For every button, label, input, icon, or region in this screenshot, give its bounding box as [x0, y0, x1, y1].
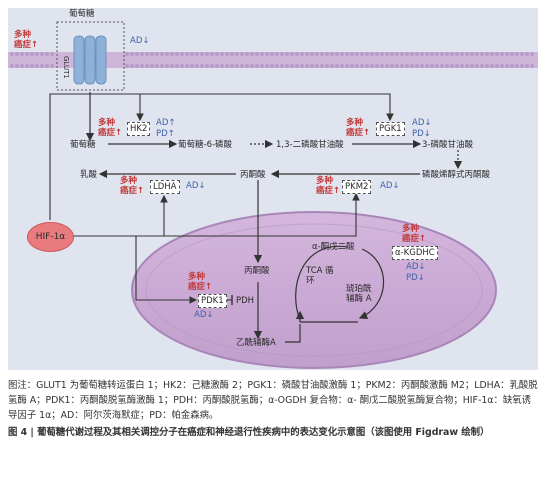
3-phosphoglycerate-label: 3-磷酸甘油酸 — [422, 140, 473, 150]
alpha-ketoglutarate-label: α-酮戊二酸 — [312, 242, 355, 252]
diagram-canvas — [8, 8, 538, 370]
glucose-label: 葡萄糖 — [70, 140, 96, 150]
tca-cycle-label: TCA 循 环 — [306, 266, 334, 286]
mitochondrion — [131, 211, 497, 369]
hk2-enzyme: HK2 — [127, 122, 151, 136]
pdk1-enzyme: PDK1 — [198, 294, 227, 308]
kgdhc-ad-annotation: AD↓ — [406, 262, 426, 272]
caption-title: 图 4 | 葡萄糖代谢过程及其相关调控分子在癌症和神经退行性疾病中的表达变化示意… — [8, 427, 490, 438]
pdk1-ad-annotation: AD↓ — [194, 310, 214, 320]
pgk1-ad-annotation: AD↓ — [412, 118, 432, 128]
pyruvate-mito-label: 丙酮酸 — [244, 266, 270, 276]
hk2-ad-annotation: AD↑ — [156, 118, 176, 128]
pkm2-cancer-annotation: 多种 癌症↑ — [316, 176, 341, 196]
succinyl-coa-label: 琥珀酰 辅酶 A — [346, 284, 372, 304]
glut1-transporter — [56, 21, 125, 91]
phosphoenolpyruvate-label: 磷酸烯醇式丙酮酸 — [422, 170, 491, 180]
pdk1-cancer-annotation: 多种 癌症↑ — [188, 272, 213, 292]
kgdhc-pd-annotation: PD↓ — [406, 273, 425, 283]
hif-1a-node: HIF-1α — [27, 222, 74, 252]
glut1-ad-annotation: AD↓ — [130, 36, 150, 46]
cell-membrane — [8, 52, 538, 68]
pyruvate-label: 丙酮酸 — [240, 170, 266, 180]
glucose-6-phosphate-label: 葡萄糖-6-磷酸 — [178, 140, 233, 150]
pgk1-enzyme: PGK1 — [376, 122, 405, 136]
glucose-extracellular-label: 葡萄糖 — [69, 9, 95, 19]
lactate-label: 乳酸 — [80, 170, 98, 180]
hk2-cancer-annotation: 多种 癌症↑ — [98, 118, 123, 138]
pkm2-ad-annotation: AD↓ — [380, 181, 400, 191]
ldha-cancer-annotation: 多种 癌症↑ — [120, 176, 145, 196]
pkm2-enzyme: PKM2 — [342, 180, 372, 194]
caption-note: 图注：GLUT1 为葡萄糖转运蛋白 1；HK2：己糖激酶 2；PGK1：磷酸甘油… — [8, 380, 538, 421]
glut1-label: GLUT1 — [62, 56, 70, 79]
kgdhc-cancer-annotation: 多种 癌症↑ — [402, 224, 427, 244]
pgk1-cancer-annotation: 多种 癌症↑ — [346, 118, 371, 138]
glut1-cancer-annotation: 多种 癌症↑ — [14, 30, 39, 50]
acetyl-coa-label: 乙酰辅酶A — [236, 338, 276, 348]
ldha-ad-annotation: AD↓ — [186, 181, 206, 191]
bisphosphoglycerate-label: 1,3-二磷酸甘油酸 — [276, 140, 344, 150]
pgk1-pd-annotation: PD↓ — [412, 129, 431, 139]
figure-caption: 图注：GLUT1 为葡萄糖转运蛋白 1；HK2：己糖激酶 2；PGK1：磷酸甘油… — [8, 378, 540, 440]
ldha-enzyme: LDHA — [150, 180, 180, 194]
hk2-pd-annotation: PD↑ — [156, 129, 175, 139]
pathway-diagram: 葡萄糖 GLUT1 葡萄糖 葡萄糖-6-磷酸 1,3-二磷酸甘油酸 3-磷酸甘油… — [8, 8, 538, 370]
kgdhc-enzyme: α-KGDHC — [392, 246, 438, 260]
pdh-label: PDH — [236, 296, 255, 306]
